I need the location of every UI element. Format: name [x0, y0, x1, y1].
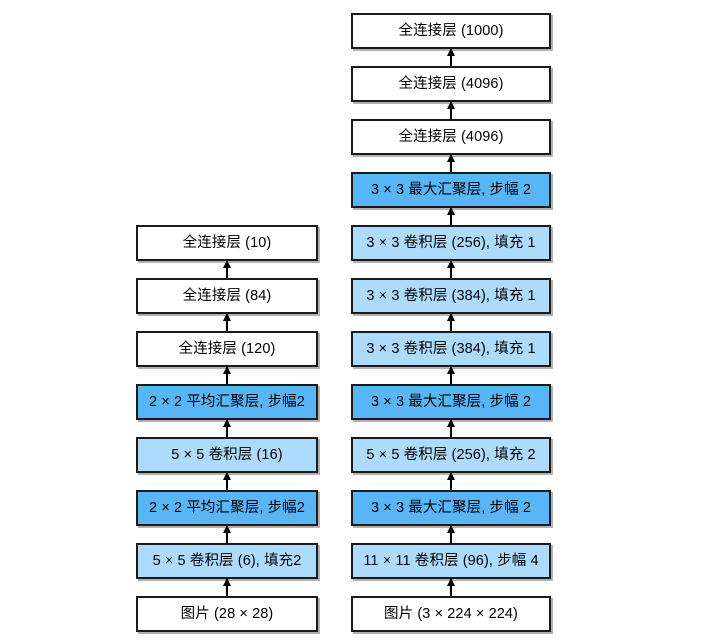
layer-label: 3 × 3 最大汇聚层, 步幅 2 [370, 181, 532, 198]
flow-arrow-up-icon [450, 579, 452, 596]
layer-box-alexnet-5: 3 × 3 卷积层 (384), 填充 1 [351, 331, 551, 367]
flow-arrow-up-icon [226, 579, 228, 596]
layer-label: 3 × 3 卷积层 (256), 填充 1 [366, 234, 536, 251]
layer-box-alexnet-4: 3 × 3 最大汇聚层, 步幅 2 [351, 384, 551, 420]
layer-label: 全连接层 (4096) [398, 128, 504, 145]
flow-arrow-up-icon [226, 261, 228, 278]
flow-arrow-up-icon [450, 208, 452, 225]
column-lenet: 全连接层 (10) 全连接层 (84) 全连接层 (120) 2 × 2 平均汇聚层,… [136, 0, 318, 641]
flow-arrow-up-icon [226, 314, 228, 331]
flow-arrow-up-icon [450, 526, 452, 543]
flow-arrow-up-icon [450, 261, 452, 278]
layer-box-lenet-3: 5 × 5 卷积层 (16) [136, 437, 318, 473]
layer-box-alexnet-1: 11 × 11 卷积层 (96), 步幅 4 [351, 543, 551, 579]
layer-box-alexnet-2: 3 × 3 最大汇聚层, 步幅 2 [351, 490, 551, 526]
layer-box-lenet-6: 全连接层 (84) [136, 278, 318, 314]
flow-arrow-up-icon [450, 473, 452, 490]
layer-label: 3 × 3 最大汇聚层, 步幅 2 [370, 499, 532, 516]
layer-box-lenet-7: 全连接层 (10) [136, 225, 318, 261]
layer-box-alexnet-7: 3 × 3 卷积层 (256), 填充 1 [351, 225, 551, 261]
layer-label: 全连接层 (1000) [398, 22, 504, 39]
layer-box-lenet-0: 图片 (28 × 28) [136, 596, 318, 632]
layer-box-lenet-2: 2 × 2 平均汇聚层, 步幅2 [136, 490, 318, 526]
flow-arrow-up-icon [450, 314, 452, 331]
layer-label: 全连接层 (4096) [398, 75, 504, 92]
layer-box-lenet-1: 5 × 5 卷积层 (6), 填充2 [136, 543, 318, 579]
layer-label: 11 × 11 卷积层 (96), 步幅 4 [363, 552, 539, 569]
layer-label: 全连接层 (10) [182, 234, 272, 251]
layer-label: 全连接层 (84) [182, 287, 272, 304]
flow-arrow-up-icon [450, 102, 452, 119]
flow-arrow-up-icon [226, 420, 228, 437]
layer-label: 3 × 3 卷积层 (384), 填充 1 [366, 340, 536, 357]
layer-box-alexnet-10: 全连接层 (4096) [351, 66, 551, 102]
layer-box-lenet-5: 全连接层 (120) [136, 331, 318, 367]
flow-arrow-up-icon [226, 367, 228, 384]
layer-box-alexnet-8: 3 × 3 最大汇聚层, 步幅 2 [351, 172, 551, 208]
flow-arrow-up-icon [450, 49, 452, 66]
layer-box-lenet-4: 2 × 2 平均汇聚层, 步幅2 [136, 384, 318, 420]
flow-arrow-up-icon [450, 367, 452, 384]
flow-arrow-up-icon [450, 155, 452, 172]
layer-label: 5 × 5 卷积层 (16) [171, 446, 283, 463]
layer-box-alexnet-0: 图片 (3 × 224 × 224) [351, 596, 551, 632]
layer-label: 5 × 5 卷积层 (6), 填充2 [152, 552, 302, 569]
layer-label: 图片 (28 × 28) [180, 605, 274, 622]
flow-arrow-up-icon [226, 473, 228, 490]
layer-box-alexnet-9: 全连接层 (4096) [351, 119, 551, 155]
flow-arrow-up-icon [226, 526, 228, 543]
layer-box-alexnet-3: 5 × 5 卷积层 (256), 填充 2 [351, 437, 551, 473]
layer-box-alexnet-6: 3 × 3 卷积层 (384), 填充 1 [351, 278, 551, 314]
layer-box-alexnet-11: 全连接层 (1000) [351, 13, 551, 49]
layer-label: 图片 (3 × 224 × 224) [384, 605, 518, 622]
flow-arrow-up-icon [450, 420, 452, 437]
layer-label: 3 × 3 卷积层 (384), 填充 1 [366, 287, 536, 304]
layer-label: 3 × 3 最大汇聚层, 步幅 2 [370, 393, 532, 410]
column-alexnet: 全连接层 (1000) 全连接层 (4096) 全连接层 (4096) 3 × 3 最… [351, 0, 551, 641]
layer-label: 全连接层 (120) [178, 340, 276, 357]
layer-label: 2 × 2 平均汇聚层, 步幅2 [149, 499, 305, 516]
layer-label: 5 × 5 卷积层 (256), 填充 2 [366, 446, 536, 463]
layer-label: 2 × 2 平均汇聚层, 步幅2 [149, 393, 305, 410]
